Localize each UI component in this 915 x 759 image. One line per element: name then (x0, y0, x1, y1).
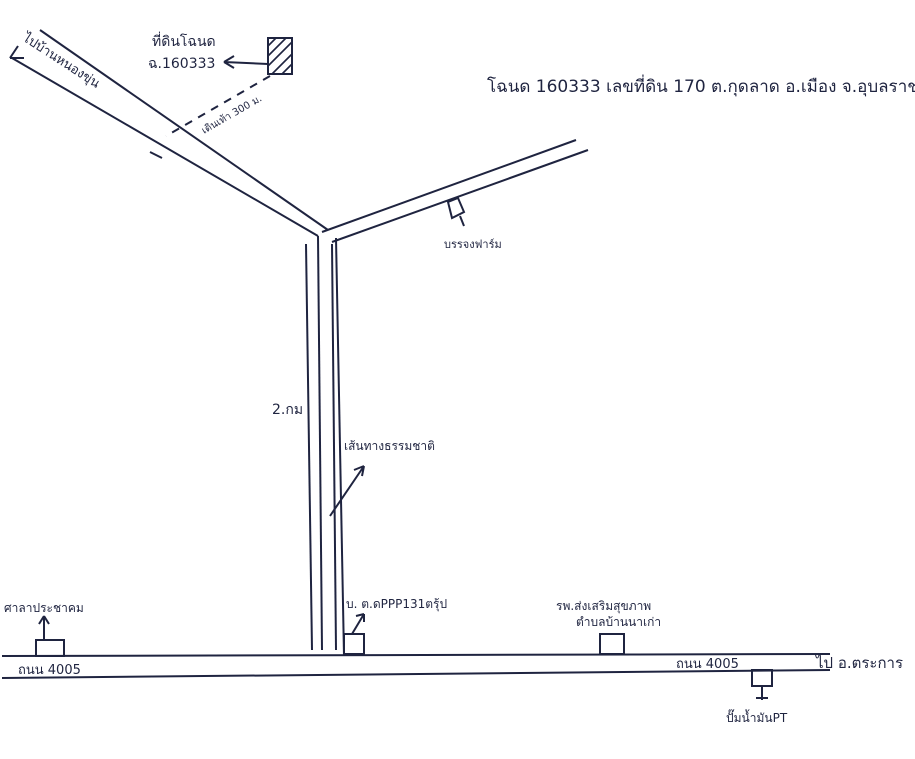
arrow-northwest-icon (9, 45, 24, 59)
distance-note: เดินเท้า 300 ม. (200, 92, 265, 136)
house-address: บ. ต.ดPPP131ตรุ้ป (346, 597, 447, 612)
direction-top-left: ไปบ้านหนองขุ่น (19, 29, 103, 91)
walking-path (165, 75, 271, 137)
road-4005 (1, 653, 831, 679)
arrow-natural-road-icon (329, 465, 365, 517)
hospital-marker (599, 633, 625, 655)
road-label-left: ถนน 4005 (18, 663, 81, 678)
road-northwest (11, 29, 329, 237)
road-tick (149, 151, 163, 159)
house-marker (343, 633, 365, 655)
plot-label: ที่ดินโฉนด (152, 32, 216, 50)
road-label-right: ถนน 4005 (676, 657, 739, 672)
road-main-vertical (305, 235, 345, 657)
farm-marker (446, 196, 466, 227)
plot-number: ฉ.160333 (148, 56, 215, 72)
plot-marker (267, 37, 293, 75)
distance-2km: 2.กม (272, 402, 303, 418)
arrow-left-building-icon (38, 615, 50, 640)
gas-station-label: ปั๊มน้ำมันPT (726, 709, 788, 725)
direction-right: ไป อ.ตระการ (815, 654, 903, 672)
left-building-marker (35, 639, 65, 657)
map-title: โฉนด 160333 เลขที่ดิน 170 ต.กุดลาด อ.เมื… (487, 74, 915, 97)
road-northeast (321, 139, 589, 243)
hospital-label-line2: ตำบลบ้านนาเก่า (576, 615, 661, 629)
arrow-to-plot-label-icon (223, 55, 269, 69)
farm-label: บรรจงฟาร์ม (444, 238, 502, 251)
hospital-label-line1: รพ.ส่งเสริมสุขภาพ (556, 599, 651, 614)
natural-road-label: เส้นทางธรรมชาติ (344, 439, 435, 453)
gas-station-marker (751, 669, 773, 700)
arrow-house-icon (351, 613, 365, 635)
left-building-label: ศาลาประชาคม (4, 601, 84, 615)
